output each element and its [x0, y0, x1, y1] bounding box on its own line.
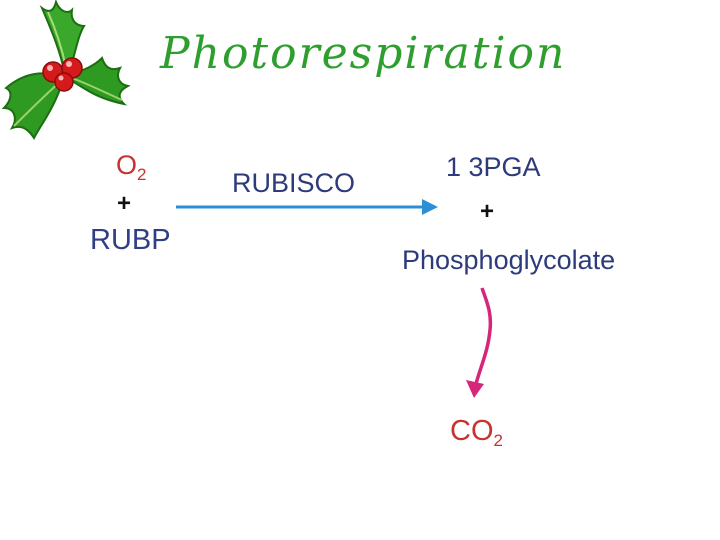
co2-release-arrow — [466, 287, 493, 398]
enzyme-label: RUBISCO — [232, 168, 356, 198]
phosphoglycolate-label: Phosphoglycolate — [402, 245, 616, 275]
reaction-arrow — [176, 199, 438, 215]
co2-symbol: CO — [450, 415, 494, 447]
page-title: Photorespiration — [160, 28, 567, 79]
pga-label: 1 3PGA — [446, 152, 541, 182]
oxygen-symbol: O — [116, 150, 138, 180]
reactant-plus: + — [117, 190, 132, 217]
holly-icon — [1, 0, 130, 140]
oxygen-label: O2 — [116, 150, 146, 185]
rubp-label: RUBP — [90, 224, 171, 256]
co2-subscript: 2 — [493, 431, 503, 450]
product-plus: + — [480, 198, 495, 225]
oxygen-subscript: 2 — [137, 165, 147, 184]
co2-label: CO2 — [450, 415, 503, 451]
